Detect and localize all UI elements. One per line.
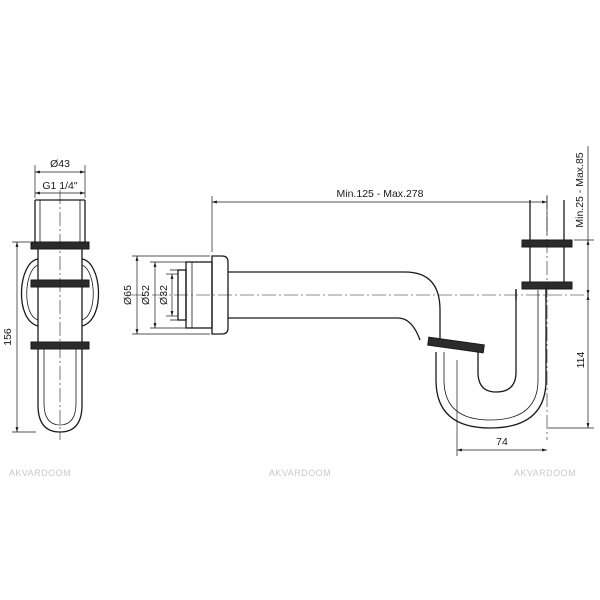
trap-ring (427, 336, 485, 354)
u-trap-inner (477, 290, 517, 393)
label-height-range: Min.25 - Max.85 (574, 152, 586, 227)
label-thread: G1 1/4" (42, 180, 78, 192)
label-d43: Ø43 (50, 158, 70, 170)
side-view: Ø43 G1 1/4" 156 (2, 158, 100, 440)
watermark: AKVARDOOM (9, 468, 71, 478)
watermark: AKVARDOOM (514, 468, 576, 478)
label-d65: Ø65 (122, 285, 134, 305)
front-view: Ø65 Ø52 Ø32 Min.125 - Max.278 Min.25 - M… (122, 146, 594, 456)
label-height114: 114 (575, 351, 587, 368)
label-d52: Ø52 (140, 285, 152, 305)
label-length-range: Min.125 - Max.278 (337, 188, 424, 200)
label-width74: 74 (496, 436, 508, 448)
label-height156: 156 (2, 328, 14, 346)
u-trap-outer (435, 290, 547, 429)
label-d32: Ø32 (158, 285, 170, 305)
horizontal-pipe (228, 271, 441, 340)
wall-flange (211, 255, 229, 335)
watermark: AKVARDOOM (269, 468, 331, 478)
